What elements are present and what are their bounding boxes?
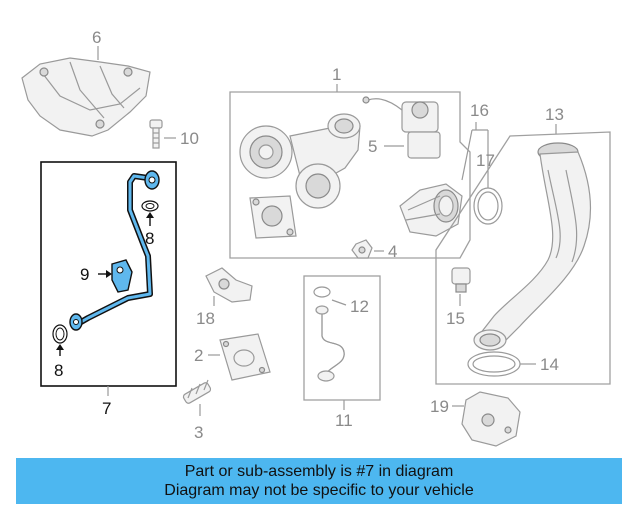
banner-line-2: Diagram may not be specific to your vehi… [164, 482, 474, 499]
part-12-seal-ring[interactable] [313, 286, 331, 298]
part-17-seal-ring[interactable] [473, 187, 503, 225]
part-8-seal-washer-lower[interactable] [52, 324, 68, 344]
part-1-turbocharger[interactable] [239, 113, 361, 239]
arrow-8-upper-icon [146, 212, 154, 218]
part-16-intake-pipe[interactable] [399, 183, 463, 237]
callout-17[interactable]: 17 [476, 151, 495, 170]
arrow-8-lower-icon [56, 344, 64, 350]
part-18-valve[interactable] [205, 267, 253, 303]
part-4-nut[interactable] [351, 239, 373, 259]
callout-8-lower[interactable]: 8 [54, 361, 63, 380]
part-19-bracket[interactable] [461, 391, 521, 447]
banner-line-1: Part or sub-assembly is #7 in diagram [184, 463, 454, 480]
callout-10[interactable]: 10 [180, 129, 199, 148]
callout-19[interactable]: 19 [430, 397, 449, 416]
part-8-seal-washer-upper[interactable] [141, 200, 159, 212]
part-3-stud[interactable] [182, 379, 212, 404]
arrow-9-icon [106, 270, 112, 278]
callout-2[interactable]: 2 [194, 346, 203, 365]
part-9-bracket[interactable] [111, 259, 133, 293]
box-11-outline [303, 275, 381, 401]
callout-9[interactable]: 9 [80, 265, 89, 284]
callout-6[interactable]: 6 [92, 28, 101, 47]
parts-diagram: 6 10 1 5 4 [21, 28, 611, 447]
part-6-heat-shield[interactable] [21, 57, 151, 137]
callout-3[interactable]: 3 [194, 423, 203, 442]
part-5-actuator[interactable] [362, 96, 441, 159]
part-15-sensor[interactable] [451, 267, 471, 293]
part-14-clamp-ring[interactable] [467, 351, 521, 377]
leader-12 [331, 299, 347, 306]
callout-1[interactable]: 1 [332, 65, 341, 84]
info-banner: Part or sub-assembly is #7 in diagram Di… [16, 458, 622, 504]
callout-5[interactable]: 5 [368, 137, 377, 156]
box-13-outline [435, 131, 611, 385]
part-2-gasket[interactable] [219, 333, 271, 381]
callout-7[interactable]: 7 [102, 399, 111, 418]
callout-4[interactable]: 4 [388, 242, 397, 261]
part-13-charge-air-hose[interactable] [473, 142, 592, 351]
part-7-oil-supply-line[interactable] [69, 170, 160, 331]
part-10-bolt[interactable] [149, 119, 163, 149]
callout-15[interactable]: 15 [446, 309, 465, 328]
callout-18[interactable]: 18 [196, 309, 215, 328]
callout-16[interactable]: 16 [470, 101, 489, 120]
callout-13[interactable]: 13 [545, 105, 564, 124]
part-11-oil-return-line[interactable] [315, 305, 345, 382]
callout-14[interactable]: 14 [540, 355, 559, 374]
callout-8-upper[interactable]: 8 [145, 229, 154, 248]
leader-16 [461, 122, 489, 188]
callout-12[interactable]: 12 [350, 297, 369, 316]
callout-11[interactable]: 11 [335, 411, 353, 430]
box-1-outline [229, 91, 471, 259]
